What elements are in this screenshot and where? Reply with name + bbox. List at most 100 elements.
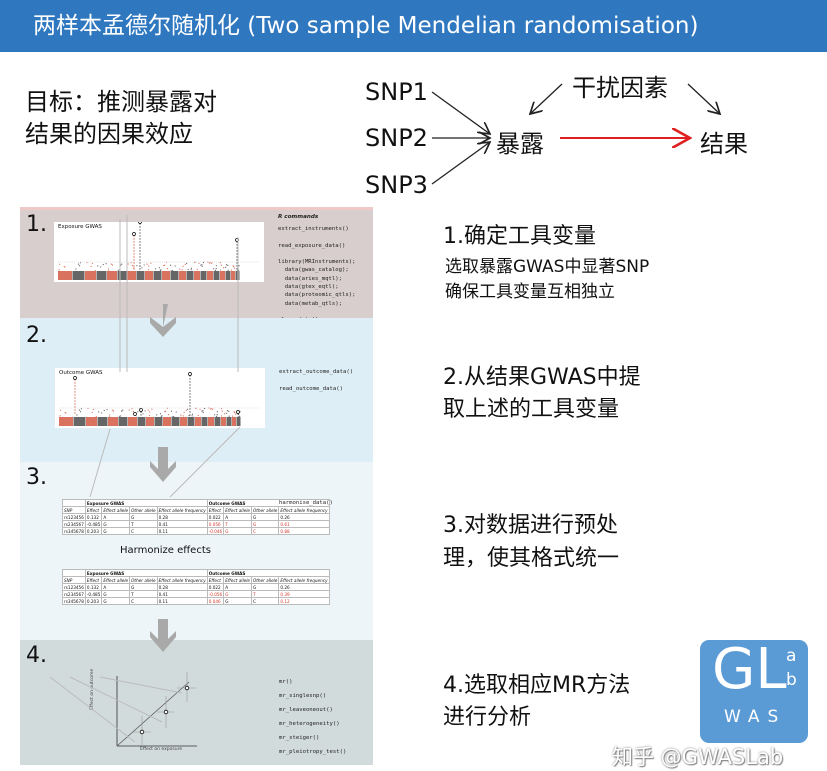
snp-dot xyxy=(159,413,162,415)
snp-dot xyxy=(133,250,135,252)
snp-dot xyxy=(133,244,135,246)
chromosome-band xyxy=(136,271,145,280)
snp-dot xyxy=(136,265,138,267)
snp-dot xyxy=(230,269,233,271)
snp-dot xyxy=(220,415,222,417)
logo-b: b xyxy=(786,670,797,690)
snp-dot xyxy=(112,410,115,412)
arrow-confounder-outcome xyxy=(687,83,720,114)
snp-dot xyxy=(171,416,173,418)
snp-dot xyxy=(236,250,238,252)
snp-dot xyxy=(179,268,181,270)
snp-dot xyxy=(189,396,191,398)
snp-dot xyxy=(236,244,238,246)
step3-title-1: 3.对数据进行预处 xyxy=(443,513,618,538)
snp-dot xyxy=(142,413,144,415)
snp-dot xyxy=(74,412,76,414)
snp-dot xyxy=(140,414,142,416)
snp-dot xyxy=(139,259,141,261)
snp-dot xyxy=(231,415,234,417)
snp-dot xyxy=(236,256,238,258)
snp-dot xyxy=(172,270,174,272)
snp-dot xyxy=(121,410,123,412)
snp-dot xyxy=(220,264,222,266)
arrow-snp1-exposure xyxy=(431,91,490,134)
down-arrow-icons xyxy=(150,304,176,652)
snp-dot xyxy=(184,263,186,265)
snp-dot xyxy=(236,262,238,264)
snp-dot xyxy=(79,411,82,413)
snp-dot xyxy=(92,408,94,411)
snp-dot xyxy=(187,408,189,410)
snp-dot xyxy=(98,411,100,413)
snp-dot xyxy=(79,262,81,264)
snp-dot xyxy=(63,265,65,268)
harmonize-label: Harmonize effects xyxy=(120,545,211,556)
arrow-snp3-exposure xyxy=(431,142,490,185)
snp-dot xyxy=(139,232,141,234)
snp-dot xyxy=(147,268,150,271)
goal-line-1: 目标：推测暴露对 xyxy=(25,88,217,116)
snp-dot xyxy=(160,416,162,418)
lead-snp xyxy=(132,232,136,236)
snp-dot xyxy=(133,267,135,269)
snp-dot xyxy=(174,265,176,267)
chromosome-band xyxy=(58,271,72,280)
snp-dot xyxy=(166,268,169,270)
exposure-manhattan-plot: Exposure GWAS xyxy=(54,220,264,282)
snp-dot xyxy=(227,269,229,271)
snp-dot xyxy=(58,269,60,271)
snp-dot xyxy=(201,264,203,266)
snp-dot xyxy=(76,414,78,416)
snp-dot xyxy=(228,415,230,417)
chromosome-band xyxy=(146,417,154,426)
chromosome-band xyxy=(220,271,225,280)
chromosome-band xyxy=(72,271,85,280)
snp-dot xyxy=(91,411,93,413)
snp-dot xyxy=(122,409,124,411)
lead-snp xyxy=(73,376,77,380)
step4-title-1: 4.选取相应MR方法 xyxy=(443,673,631,698)
step1-line-2: 确保工具变量互相独立 xyxy=(445,282,615,302)
snp-dot xyxy=(131,265,134,267)
step3-number: 3. xyxy=(26,465,47,490)
snp-dot xyxy=(94,270,96,272)
snp-dot xyxy=(170,410,173,412)
snp-dot xyxy=(201,265,203,267)
outcome-plot-title: Outcome GWAS xyxy=(59,370,103,376)
snp-dot xyxy=(189,402,191,404)
chromosome-band xyxy=(195,417,201,426)
step4-title-2: 进行分析 xyxy=(443,705,532,730)
mr-scatter-plot xyxy=(116,672,197,748)
step2-number: 2. xyxy=(26,323,47,348)
header-title: 两样本孟德尔随机化 (Two sample Mendelian randomis… xyxy=(0,0,827,52)
chromosome-band xyxy=(200,271,207,280)
snp-dot xyxy=(197,414,199,417)
snp-dot xyxy=(147,409,149,411)
exposure-plot-title: Exposure GWAS xyxy=(58,224,102,230)
snp-dot xyxy=(207,261,209,263)
chromosome-band xyxy=(214,417,221,426)
chromosome-band xyxy=(154,417,163,426)
snp-dot xyxy=(127,263,129,265)
step2-title-1: 2.从结果GWAS中提 xyxy=(443,365,641,390)
snp-dot xyxy=(215,415,218,417)
chromosome-band xyxy=(85,271,96,280)
snp-dot xyxy=(199,408,201,410)
snp-dot xyxy=(222,267,225,269)
chromosome-band xyxy=(86,417,97,426)
snp-dot xyxy=(212,408,214,410)
snp-dot xyxy=(100,266,102,268)
chromosome-band xyxy=(117,271,127,280)
chromosome-band xyxy=(107,271,117,280)
snp-dot xyxy=(139,241,141,243)
snp-dot xyxy=(97,265,99,267)
snp-dot xyxy=(90,265,92,267)
snp-dot xyxy=(74,409,76,411)
snp-dot xyxy=(223,413,226,415)
snp-dot xyxy=(117,269,119,271)
chromosome-band xyxy=(128,417,137,426)
